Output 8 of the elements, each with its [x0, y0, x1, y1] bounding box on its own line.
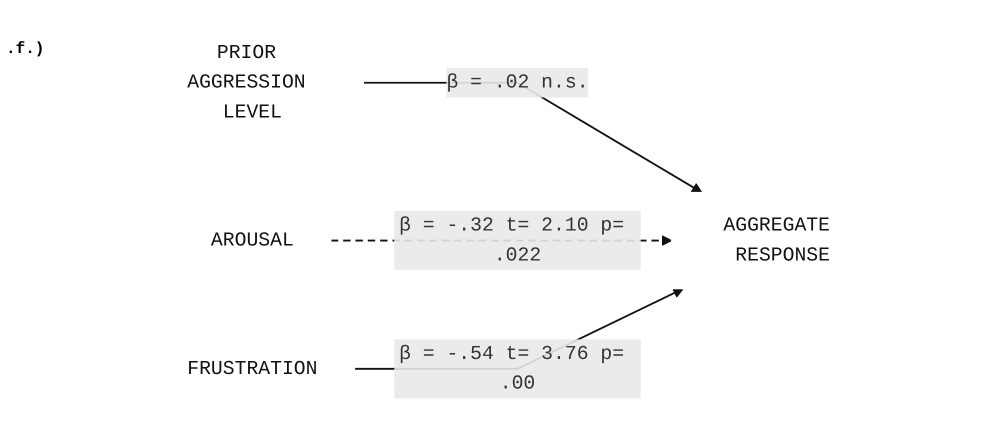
edge-label: β = .02 n.s. [446, 72, 589, 94]
node-text: AGGREGATE RESPONSE [723, 214, 830, 266]
edge-label: β = -.32 t= 2.10 p= .022 [399, 214, 624, 266]
edge-label: β = -.54 t= 3.76 p= .00 [399, 342, 624, 395]
node-text: AROUSAL [210, 229, 294, 252]
node-text: PRIOR AGGRESSION LEVEL [187, 42, 306, 124]
note-text: .f.) [6, 40, 44, 58]
node-text: FRUSTRATION [187, 358, 318, 380]
